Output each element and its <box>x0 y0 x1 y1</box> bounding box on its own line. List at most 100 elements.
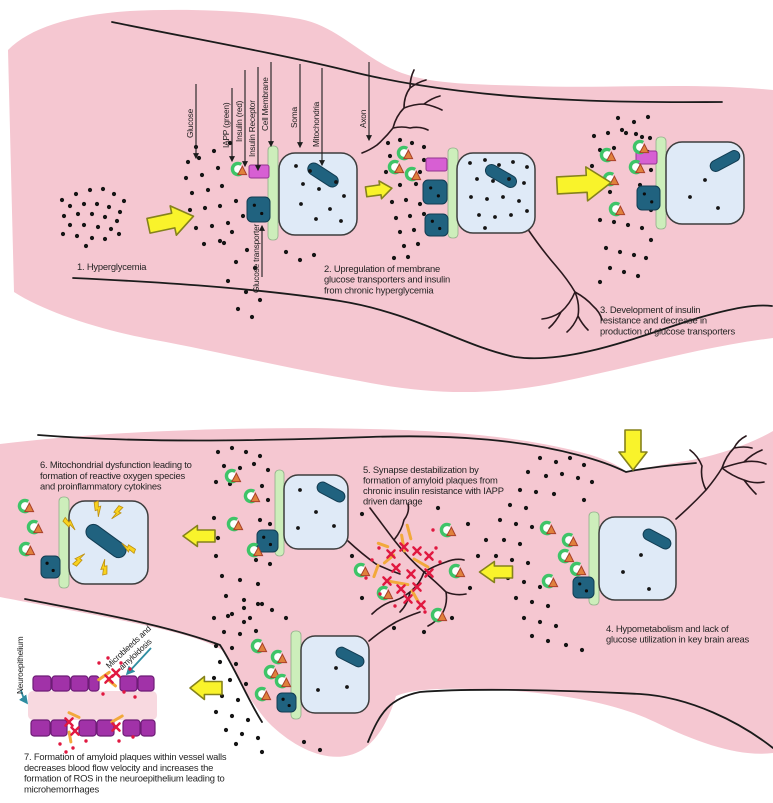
insulin-icon <box>410 170 422 181</box>
endothelial-cell <box>30 719 51 737</box>
cell-membrane <box>267 145 279 241</box>
soma <box>456 152 536 234</box>
insulin-icon <box>454 567 466 578</box>
glucose-dot <box>227 677 233 683</box>
iapp-insulin-pair <box>396 145 414 161</box>
glucose-dot <box>493 553 499 559</box>
glucose-dot <box>89 235 95 241</box>
glucose-dot <box>421 211 427 217</box>
glucose-dot <box>617 249 623 255</box>
glucose-dot <box>342 194 346 198</box>
glucose-dot <box>314 510 318 514</box>
glucose-dot <box>241 619 247 625</box>
glucose-dot <box>60 231 66 237</box>
neuron-step2b <box>422 147 536 239</box>
amyloid-plaque-icon <box>391 563 401 573</box>
glucose-dots-below-neuron2 <box>221 240 317 320</box>
microbleed-dot <box>106 656 110 660</box>
microbleed-dot <box>378 592 382 596</box>
glucose-dot <box>211 675 217 681</box>
iapp-insulin-pair <box>632 139 650 155</box>
glucose-dot <box>219 573 225 579</box>
insulin-icon <box>232 520 244 531</box>
glucose-dot <box>114 218 120 224</box>
glucose-dot <box>316 688 320 692</box>
glucose-dot <box>219 183 225 189</box>
amyloid-fibril <box>412 557 430 569</box>
glucose-dot <box>563 642 569 648</box>
arrow-to-step7-icon <box>189 675 223 701</box>
glucose-dot <box>243 449 249 455</box>
glucose-dot <box>117 209 123 215</box>
glucose-dot <box>529 524 535 530</box>
glucose-dot <box>252 265 258 271</box>
boundary-line-bottom-lower-right <box>367 688 773 749</box>
glucose-dot <box>211 515 217 521</box>
microbleed-dot <box>423 610 427 614</box>
glucose-dot <box>385 140 391 146</box>
microbleed-dot <box>133 695 137 699</box>
glucose-transporter <box>246 196 271 223</box>
glucose-dot <box>485 197 489 201</box>
soma <box>278 152 358 236</box>
glucose-dot <box>253 557 259 563</box>
glucose-dot <box>227 140 233 146</box>
amyloid-plaque-icon <box>396 584 406 594</box>
microbleed-dot <box>393 604 397 608</box>
iapp-insulin-pair <box>608 201 626 217</box>
label-text: Soma <box>289 107 299 128</box>
glucose-dot <box>409 140 415 146</box>
insulin-icon <box>634 163 646 174</box>
glucose-dot <box>245 717 251 723</box>
glucose-dot <box>483 158 487 162</box>
glucose-dot <box>619 127 625 133</box>
glucose-transporter <box>572 576 595 599</box>
glucose-dot <box>411 227 417 233</box>
glucose-dot <box>294 164 298 168</box>
amyloid-fibril <box>376 541 390 549</box>
insulin-icon <box>252 546 264 557</box>
iapp-insulin-pair <box>226 516 244 532</box>
insulin-icon <box>230 472 242 483</box>
glucose-dot <box>116 231 122 237</box>
glucose-dot <box>359 595 365 601</box>
glucose-dot <box>633 131 639 137</box>
glucose-transporter <box>40 555 61 579</box>
glucose-dot <box>217 238 223 244</box>
neuron-bottom <box>276 630 370 720</box>
microbleed-dot <box>58 742 62 746</box>
insulin-receptor <box>248 164 270 179</box>
iapp-insulin-pair <box>561 532 579 548</box>
iapp-insulin-pair <box>557 548 575 564</box>
glucose-dot <box>647 587 651 591</box>
glucose-dot <box>244 247 250 253</box>
glucose-dot <box>225 278 231 284</box>
glucose-dot <box>537 455 543 461</box>
vessel-lumen <box>28 691 157 720</box>
glucose-dot <box>237 577 243 583</box>
glucose-dot <box>403 197 409 203</box>
glucose-dot <box>591 133 597 139</box>
label-text: Glucose transporter <box>251 224 261 293</box>
glucose-dot <box>201 241 207 247</box>
glucose-dot <box>298 488 302 492</box>
iapp-insulin-pair <box>430 607 448 623</box>
neuron-step6 <box>40 496 149 589</box>
glucose-dot <box>648 167 654 173</box>
iapp-insulin-pair <box>230 161 248 177</box>
glucose-dot <box>257 297 263 303</box>
amyloid-fibril <box>405 523 413 541</box>
glucose-dot <box>567 455 573 461</box>
mitochondria <box>709 150 741 172</box>
label-glucose-transporter: Glucose transporter <box>251 224 266 293</box>
glucose-dot <box>605 130 611 136</box>
glucose-dot <box>73 191 79 197</box>
glucose-dot <box>575 475 581 481</box>
mitochondria <box>484 164 518 188</box>
iapp-insulin-pair <box>404 166 422 182</box>
glucose-dot <box>417 201 423 207</box>
